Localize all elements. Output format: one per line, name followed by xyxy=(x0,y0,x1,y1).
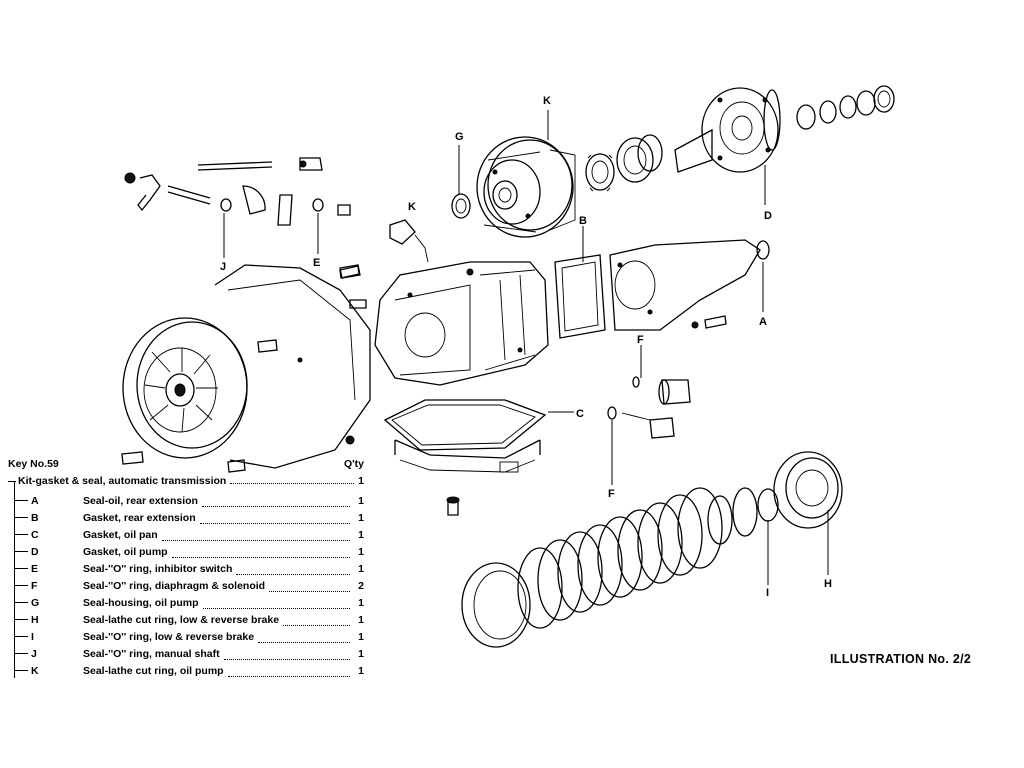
parts-row-description: Seal-''O'' ring, low & reverse brake xyxy=(83,630,255,643)
parts-row: H Seal-lathe cut ring, low & reverse brak… xyxy=(14,611,364,628)
callout-f-upper: F xyxy=(637,334,644,346)
kit-qty: 1 xyxy=(358,475,364,487)
key-title: Key No.59 xyxy=(8,458,59,470)
tree-connector xyxy=(6,475,26,680)
parts-row-key: K xyxy=(31,664,39,677)
pump-gears xyxy=(585,134,663,192)
parts-row-key: E xyxy=(31,562,39,575)
parts-row-key: B xyxy=(31,511,39,524)
parts-row: J Seal-''O'' ring, manual shaft 1 xyxy=(14,645,364,662)
parts-row-description: Gasket, oil pan xyxy=(83,528,158,541)
callout-i: I xyxy=(766,587,769,599)
parts-row-description: Seal-lathe cut ring, oil pump xyxy=(83,664,224,677)
manual-linkage xyxy=(124,157,429,279)
parts-row: F Seal-''O'' ring, diaphragm & solenoid 2 xyxy=(14,577,364,594)
callout-d: D xyxy=(764,210,772,222)
parts-row-key: D xyxy=(31,545,39,558)
oil-pan xyxy=(383,399,547,516)
parts-row-description: Seal-''O'' ring, diaphragm & solenoid xyxy=(83,579,266,592)
transmission-case xyxy=(374,261,549,386)
rear-extension-housing xyxy=(554,239,770,339)
low-reverse-brake-pack xyxy=(461,451,843,648)
parts-row-description: Seal-housing, oil pump xyxy=(83,596,199,609)
parts-row-description: Seal-''O'' ring, manual shaft xyxy=(83,647,220,660)
parts-row-qty: 1 xyxy=(358,528,364,541)
pump-cover-shaft xyxy=(674,85,895,173)
parts-row-qty: 1 xyxy=(358,647,364,660)
callout-e: E xyxy=(313,257,320,269)
leader-lines xyxy=(223,110,829,585)
callout-c: C xyxy=(576,408,584,420)
callout-labels: K G D B A K J E F C F I H xyxy=(220,95,832,599)
callout-g: G xyxy=(455,131,464,143)
parts-row-qty: 1 xyxy=(358,545,364,558)
callout-h: H xyxy=(824,578,832,590)
parts-row-key: J xyxy=(31,647,37,660)
parts-row: A Seal-oil, rear extension 1 xyxy=(14,492,364,509)
parts-row: G Seal-housing, oil pump 1 xyxy=(14,594,364,611)
parts-row-key: G xyxy=(31,596,40,609)
parts-row-description: Gasket, oil pump xyxy=(83,545,168,558)
oil-pump-housing xyxy=(476,136,576,238)
parts-row: I Seal-''O'' ring, low & reverse brake 1 xyxy=(14,628,364,645)
callout-f-lower: F xyxy=(608,488,615,500)
converter-housing xyxy=(214,264,371,469)
seal-housing-oil-pump xyxy=(451,193,471,219)
parts-row-qty: 1 xyxy=(358,596,364,609)
callout-b: B xyxy=(579,215,587,227)
callout-k-top: K xyxy=(543,95,551,107)
parts-row: K Seal-lathe cut ring, oil pump 1 xyxy=(14,662,364,679)
parts-row-qty: 2 xyxy=(358,579,364,592)
parts-row-key: F xyxy=(31,579,38,592)
callout-k-mid: K xyxy=(408,201,416,213)
parts-row-qty: 1 xyxy=(358,562,364,575)
parts-row-qty: 1 xyxy=(358,664,364,677)
parts-row: B Gasket, rear extension 1 xyxy=(14,509,364,526)
parts-row-key: I xyxy=(31,630,34,643)
solenoid-diaphragm xyxy=(607,376,691,439)
parts-row-qty: 1 xyxy=(358,494,364,507)
parts-row-qty: 1 xyxy=(358,630,364,643)
torque-converter xyxy=(122,317,248,459)
parts-row-description: Seal-lathe cut ring, low & reverse brake xyxy=(83,613,280,626)
parts-row: C Gasket, oil pan 1 xyxy=(14,526,364,543)
parts-row-qty: 1 xyxy=(358,613,364,626)
callout-a: A xyxy=(759,316,767,328)
callout-j: J xyxy=(220,261,226,273)
parts-row: D Gasket, oil pump 1 xyxy=(14,543,364,560)
parts-row-key: A xyxy=(31,494,39,507)
parts-row-qty: 1 xyxy=(358,511,364,524)
housing-bolts xyxy=(121,265,367,473)
parts-row-description: Seal-oil, rear extension xyxy=(83,494,198,507)
parts-row: E Seal-''O'' ring, inhibitor switch 1 xyxy=(14,560,364,577)
parts-row-key: H xyxy=(31,613,39,626)
parts-row-description: Gasket, rear extension xyxy=(83,511,196,524)
qty-header: Q'ty xyxy=(344,458,365,470)
kit-row: Kit-gasket & seal, automatic transmissio… xyxy=(18,475,364,487)
parts-row-key: C xyxy=(31,528,39,541)
parts-row-description: Seal-''O'' ring, inhibitor switch xyxy=(83,562,233,575)
kit-description: Kit-gasket & seal, automatic transmissio… xyxy=(18,475,227,487)
illustration-number: ILLUSTRATION No. 2/2 xyxy=(830,652,972,666)
